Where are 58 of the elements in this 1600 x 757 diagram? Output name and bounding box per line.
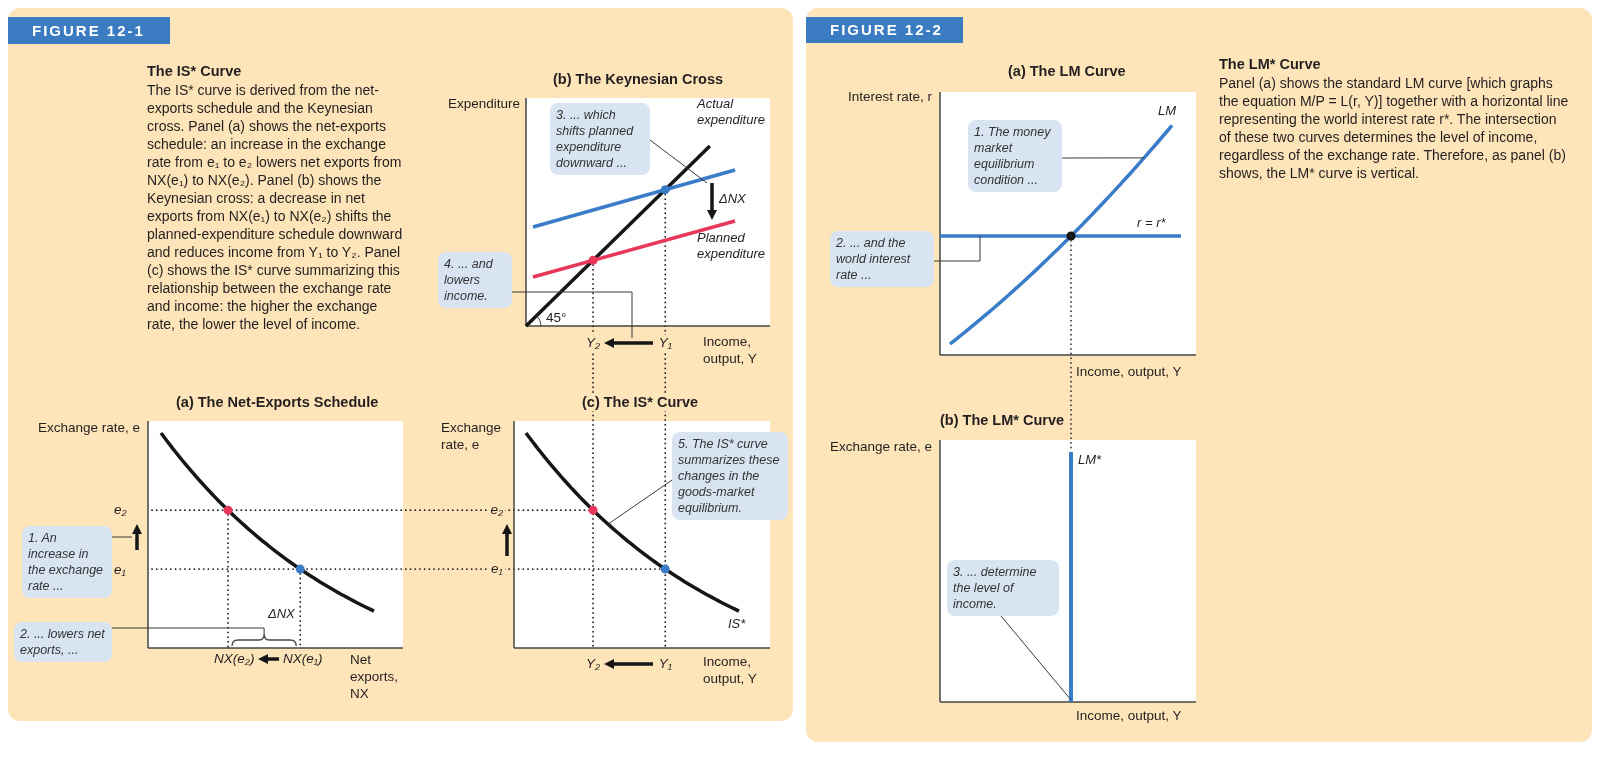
callout-box: 4. ... and lowers income. [438, 252, 512, 308]
leader-line [511, 291, 633, 339]
direction-arrow [707, 183, 717, 220]
axis-label: Income, output, Y [703, 333, 758, 367]
axis-label: Income, output, Y [1076, 707, 1182, 724]
panel-title: (a) The Net-Exports Schedule [176, 393, 379, 412]
description-heading: The IS* Curve [147, 62, 243, 81]
direction-arrow [604, 338, 653, 348]
axis-label: Exchange rate, e [441, 419, 503, 453]
curve-label: Actual expenditure [697, 96, 766, 128]
leader-line [1000, 615, 1072, 701]
axis-label: Net exports, NX [350, 651, 400, 702]
direction-arrow [132, 524, 142, 550]
leader-line [607, 479, 673, 525]
tick-label: e₂ [114, 502, 127, 519]
callout-box: 3. ... determine the level of income. [947, 560, 1059, 616]
lm-curve [948, 124, 1174, 346]
brace [231, 633, 297, 647]
curve-label: Planned expenditure [697, 230, 766, 262]
tick-label: Y₂ [586, 656, 601, 673]
axis-label: Income, output, Y [1076, 363, 1182, 380]
angle-label: 45° [546, 309, 567, 326]
leader-line [1061, 157, 1145, 159]
callout-box: 5. The IS* curve summarizes these changes in the goods-market equilibrium. [672, 432, 788, 520]
shift-label: ΔNX [719, 191, 746, 207]
leader-line [111, 536, 133, 538]
panel-title: (a) The LM Curve [1008, 62, 1126, 81]
description-heading: The LM* Curve [1219, 55, 1322, 74]
lm-star-line [1069, 452, 1073, 702]
curve-label: r = r* [1137, 215, 1166, 231]
callout-box: 3. ... which shifts planned expenditure downward ... [550, 103, 650, 175]
figure-label: FIGURE 12-1 [8, 17, 170, 44]
axis-label: Expenditure [446, 95, 520, 112]
panel-title: (c) The IS* Curve [580, 393, 701, 412]
description-text: Panel (a) shows the standard LM curve [which graphs the equation M/P = L(r, Y)] together with a horizontal line representing the world interest rate r*. The intersection of these two curves determines the level of income, regardless of the exchange rate. Therefore, as panel (b) shows, the LM* curve is vertical. [1219, 74, 1569, 182]
description-text: The IS* curve is derived from the net-exports schedule and the Keynesian cross. Panel (a) shows the net-exports schedule: an increase in the exchange rate from e₁ to e₂ lowers net exports from NX(e₁) to NX(e₂). Panel (b) shows the Keynesian cross: a decrease in net exports from NX(e₁) to NX(e₂) shifts the planned-expenditure schedule downward and reduces income from Y₁ to Y₂. Panel (c) shows the IS* curve summarizing this relationship between the exchange rate and income: the higher the exchange rate, the lower the level of income. [147, 81, 404, 333]
callout-box: 2. ... lowers net exports, ... [14, 622, 112, 662]
axis-label: Interest rate, r [846, 88, 932, 105]
axis-label: Exchange rate, e [828, 438, 932, 455]
curve-label: LM* [1078, 452, 1102, 468]
curve-label: LM [1158, 103, 1177, 119]
panel-title: (b) The LM* Curve [940, 411, 1065, 430]
callout-box: 2. ... and the world interest rate ... [830, 231, 934, 287]
leader-line [111, 627, 265, 635]
tick-label: e₁ [114, 562, 126, 579]
figure-label: FIGURE 12-2 [806, 17, 963, 43]
tick-label: NX(e₂) [214, 651, 255, 668]
leader-line [933, 235, 981, 262]
leader-line [649, 139, 708, 184]
curve-label: IS* [728, 616, 746, 632]
tick-label: Y₂ [584, 335, 603, 352]
axis-label: Income, output, Y [703, 653, 758, 687]
panel-title: (b) The Keynesian Cross [553, 70, 723, 89]
callout-box: 1. An increase in the exchange rate ... [22, 526, 112, 598]
tick-label: Y₁ [658, 656, 672, 673]
shift-label: ΔNX [268, 606, 295, 622]
axis-label: Exchange rate, e [36, 419, 140, 436]
tick-label: NX(e₁) [283, 651, 323, 668]
